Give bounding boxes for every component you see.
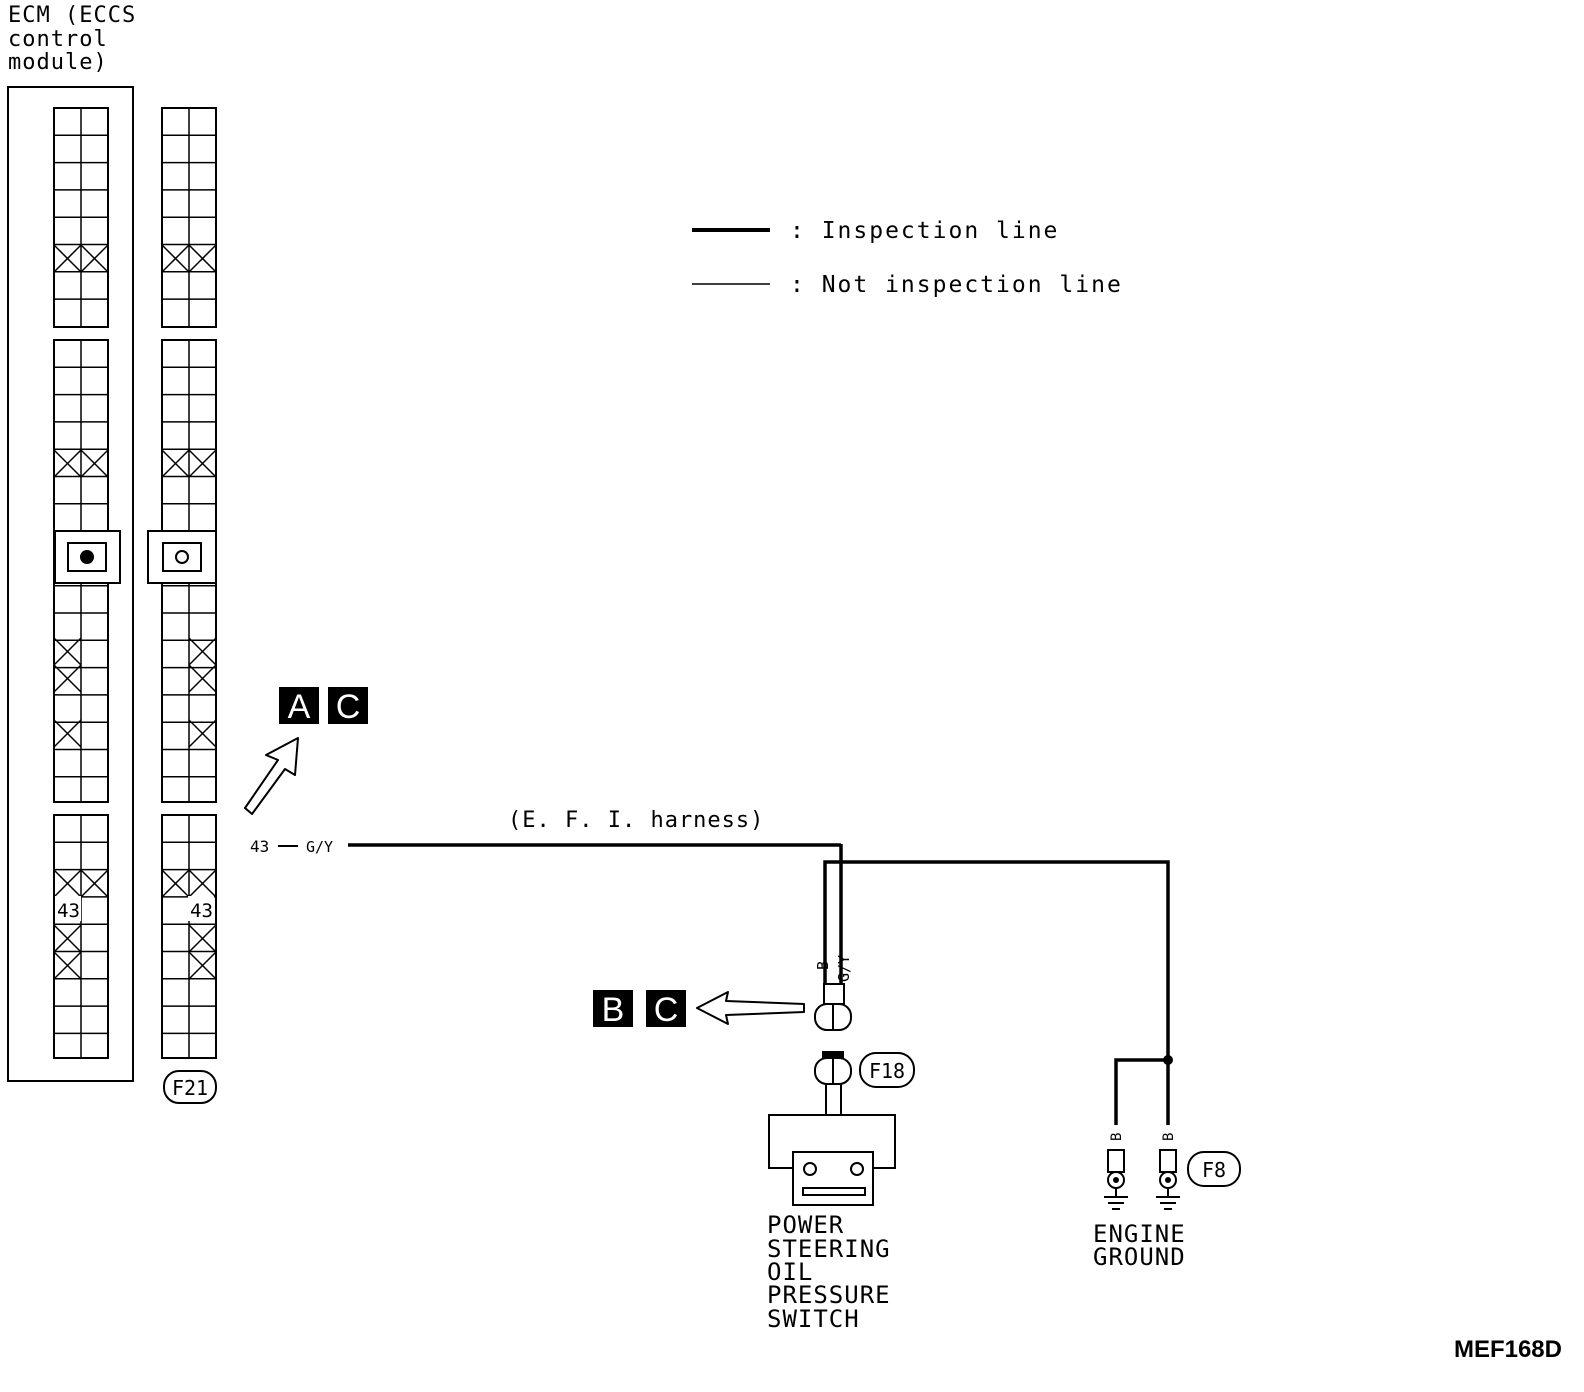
switch-name-line-1: POWER — [767, 1211, 844, 1239]
switch-body-connector — [814, 1051, 852, 1115]
ecm-title-line-2: control — [8, 27, 108, 52]
switch-name-line-3: OIL — [767, 1258, 813, 1286]
marker-c-top: C — [336, 688, 361, 726]
arrow-left-icon — [696, 991, 805, 1025]
connector-f21-label: F21 — [172, 1076, 208, 1100]
wire-color-b: B — [814, 961, 832, 970]
switch-harness-connector — [814, 983, 852, 1031]
marker-b-box — [593, 990, 633, 1027]
ground-name-line-2: GROUND — [1093, 1243, 1186, 1271]
wire-b-ground — [823, 860, 1170, 1060]
ground-terminal-left-icon — [1104, 1149, 1128, 1210]
oil-pressure-switch-icon — [768, 1114, 896, 1206]
arrow-up-right-icon — [244, 737, 299, 815]
ground-junction — [1163, 1055, 1173, 1065]
marker-c-box-middle — [646, 990, 686, 1027]
wire-color-gy: G/Y — [835, 955, 853, 982]
ground-wire-color-left: B — [1109, 1133, 1125, 1141]
ecm-title-line-3: module) — [8, 50, 108, 75]
switch-name-line-2: STEERING — [767, 1235, 891, 1263]
legend-not-inspection-line-text: : Not inspection line — [790, 272, 1123, 298]
harness-label: (E. F. I. harness) — [508, 808, 764, 833]
marker-a-box — [279, 687, 319, 724]
ecm-title-line-1: ECM (ECCS — [8, 3, 136, 28]
connector-f18-badge — [859, 1052, 915, 1088]
legend-inspection-line-text: : Inspection line — [790, 218, 1059, 244]
marker-c-box-top — [328, 687, 368, 724]
connector-f8-badge — [1187, 1151, 1241, 1187]
ecm-latch-left — [54, 530, 121, 584]
marker-a: A — [288, 688, 311, 726]
connector-f8-label: F8 — [1202, 1158, 1226, 1182]
marker-b: B — [602, 991, 625, 1029]
ground-wire-color-right: B — [1161, 1133, 1177, 1141]
marker-c-middle: C — [654, 991, 679, 1029]
ecm-latch-right — [147, 530, 217, 584]
ground-terminal-right-icon — [1156, 1149, 1180, 1210]
ground-name-line-1: ENGINE — [1093, 1220, 1186, 1248]
connector-f18-label: F18 — [869, 1059, 905, 1083]
switch-name-line-4: PRESSURE — [767, 1281, 891, 1309]
ecm-pin-43-right: 43 — [190, 900, 213, 922]
figure-id: MEF168D — [1454, 1336, 1562, 1363]
terminal-43-label: 43 — [250, 837, 269, 856]
connector-f21-badge — [163, 1070, 217, 1104]
ecm-housing — [7, 86, 134, 1082]
wire-color-gy-main: G/Y — [306, 838, 333, 856]
switch-name-line-5: SWITCH — [767, 1305, 860, 1333]
ecm-pin-43-left: 43 — [57, 900, 80, 922]
